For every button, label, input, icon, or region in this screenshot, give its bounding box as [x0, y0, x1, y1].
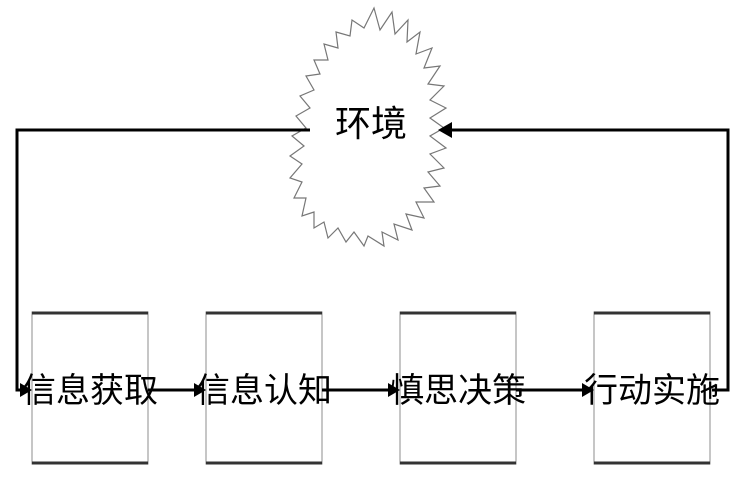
environment-burst-shape [288, 6, 448, 248]
feedback-left-arrowhead [20, 383, 32, 397]
step-box-cognize: 信息认知 [196, 311, 332, 465]
step-label-acquire: 信息获取 [22, 371, 158, 411]
step-box-decide: 慎思决策 [390, 311, 526, 465]
step-label-act: 行动实施 [584, 371, 720, 411]
step-box-act-frame [593, 311, 711, 465]
step-label-decide: 慎思决策 [390, 371, 526, 411]
arrow-acquire-to-cognize [148, 383, 206, 397]
step-box-act: 行动实施 [584, 311, 720, 465]
arrow-cognize-to-decide [322, 383, 400, 397]
step-box-cognize-frame [205, 311, 323, 465]
step-box-acquire-frame [31, 311, 149, 465]
arrow-acquire-to-cognize-head [194, 383, 206, 397]
feedback-right-line [450, 128, 730, 392]
step-label-cognize: 信息认知 [196, 371, 332, 411]
environment-node: 环境 [288, 6, 448, 248]
feedback-to-acquire [15, 128, 310, 397]
arrow-decide-to-act-head [582, 383, 594, 397]
feedback-to-environment [438, 122, 730, 392]
step-box-decide-frame [399, 311, 517, 465]
step-box-acquire: 信息获取 [22, 311, 158, 465]
feedback-left-line [15, 128, 310, 392]
environment-label: 环境 [335, 104, 407, 145]
arrow-cognize-to-decide-head [388, 383, 400, 397]
feedback-right-arrowhead [438, 122, 452, 138]
arrow-decide-to-act [516, 383, 594, 397]
